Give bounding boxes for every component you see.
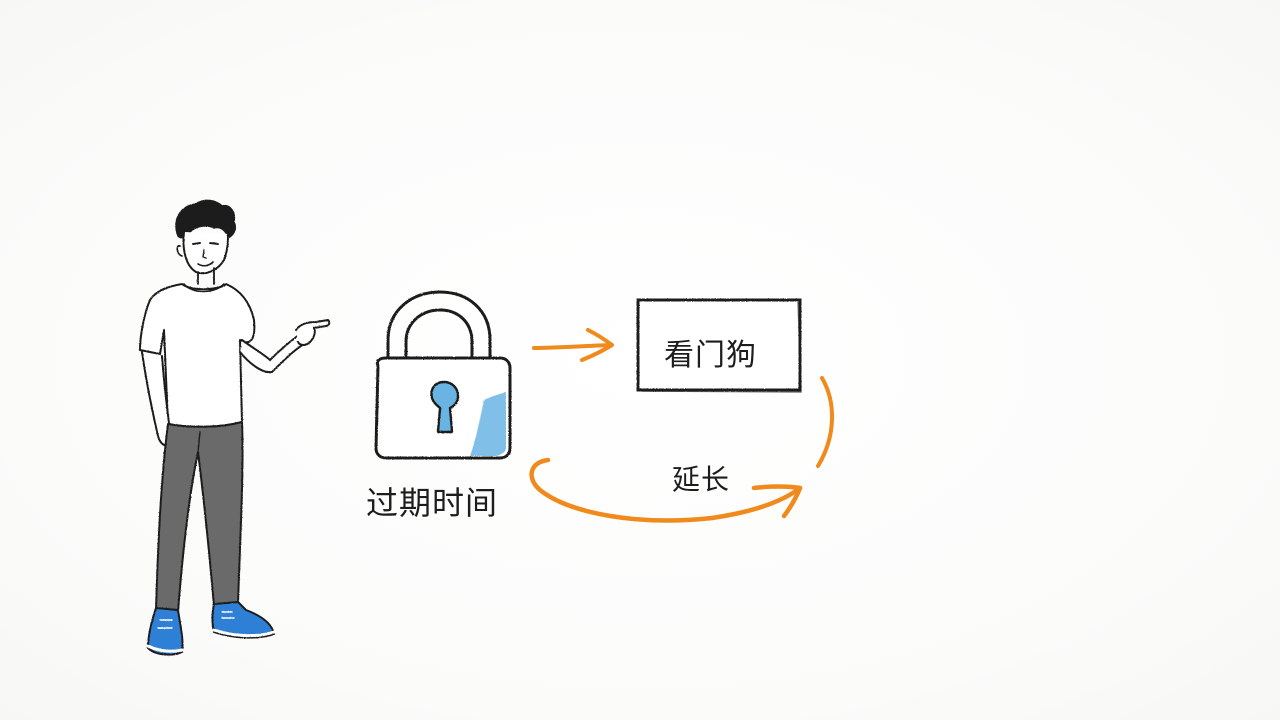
lock-label: 过期时间 [366,484,499,522]
person-hand [295,319,331,346]
padlock-icon [374,290,512,460]
arrow-box-curve [816,376,834,468]
person-pants [155,421,244,613]
person-face [182,231,229,275]
arrow-lock-to-box [532,328,614,362]
person-hair [175,199,237,239]
keyhole-icon [430,380,460,434]
person-left-arm [141,351,172,447]
person-right-shoe [211,601,275,639]
watchdog-label: 看门狗 [664,338,757,373]
person-illustration [139,199,331,656]
padlock-shackle [386,290,492,364]
arrow-extend-loop [529,457,803,523]
extend-label: 延长 [672,463,731,496]
person-left-shoe [147,607,184,656]
